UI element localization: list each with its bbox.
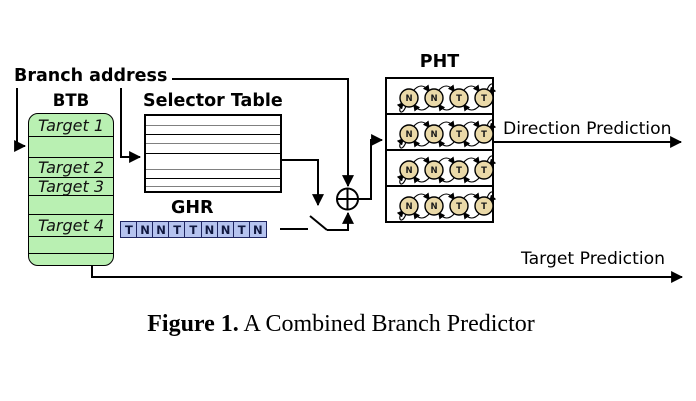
- btb-row: [29, 136, 113, 157]
- ghr-bit-cell: N: [248, 221, 267, 238]
- selector-row-divider: [146, 125, 280, 127]
- svg-text:T: T: [481, 202, 487, 212]
- wire-branch-address-to-xor: [172, 78, 354, 188]
- svg-text:T: T: [481, 166, 487, 176]
- xor-gate: [336, 187, 359, 211]
- svg-text:T: T: [481, 94, 487, 104]
- selector-row-divider: [146, 134, 280, 136]
- selector-row-divider: [146, 178, 280, 180]
- selector-table-title: Selector Table: [143, 91, 283, 111]
- btb-row: [29, 236, 113, 253]
- selector-row-divider: [146, 169, 280, 171]
- btb-row: Target 2: [29, 157, 113, 177]
- branch-address-label: Branch address: [14, 66, 168, 86]
- wire-selector-to-switch: [282, 159, 324, 207]
- target-prediction-label: Target Prediction: [521, 249, 666, 269]
- selector-row-divider: [146, 143, 280, 145]
- svg-text:N: N: [430, 130, 437, 140]
- figure-caption: Figure 1. A Combined Branch Predictor: [0, 311, 682, 338]
- pht-box: N N T T N N T T N N T T N N T T: [385, 77, 497, 223]
- pht-title: PHT: [419, 52, 460, 72]
- btb-title: BTB: [52, 91, 90, 110]
- btb-row: [29, 253, 113, 265]
- svg-text:N: N: [430, 166, 437, 176]
- ghr-bit-cell: T: [232, 221, 251, 238]
- svg-text:N: N: [430, 202, 437, 212]
- btb-row: [29, 195, 113, 214]
- svg-text:T: T: [456, 94, 462, 104]
- wire-switch-to-xor: [327, 211, 354, 231]
- selector-row-divider: [146, 153, 280, 155]
- selector-row-divider: [146, 186, 280, 188]
- svg-text:N: N: [430, 94, 437, 104]
- svg-text:T: T: [456, 202, 462, 212]
- wire-branch-address-to-selector: [120, 88, 142, 163]
- direction-prediction-label: Direction Prediction: [503, 119, 672, 139]
- btb-row: Target 3: [29, 177, 113, 196]
- svg-text:T: T: [456, 130, 462, 140]
- svg-text:T: T: [456, 166, 462, 176]
- btb-row: Target 4: [29, 214, 113, 236]
- ghr-title: GHR: [171, 198, 214, 218]
- caption-text: A Combined Branch Predictor: [238, 311, 535, 337]
- svg-text:N: N: [405, 166, 412, 176]
- wire-branch-address-to-btb: [14, 88, 27, 152]
- svg-text:N: N: [405, 130, 412, 140]
- svg-text:N: N: [405, 94, 412, 104]
- svg-text:N: N: [405, 202, 412, 212]
- ghr-bit-cell: T: [120, 221, 138, 238]
- caption-number: Figure 1.: [147, 311, 239, 337]
- wire-target-prediction: [91, 266, 684, 283]
- switch-lever: [309, 215, 328, 231]
- btb-row: Target 1: [37, 115, 104, 135]
- wire-xor-to-pht: [358, 134, 384, 200]
- selector-table: [144, 114, 282, 193]
- svg-text:T: T: [481, 130, 487, 140]
